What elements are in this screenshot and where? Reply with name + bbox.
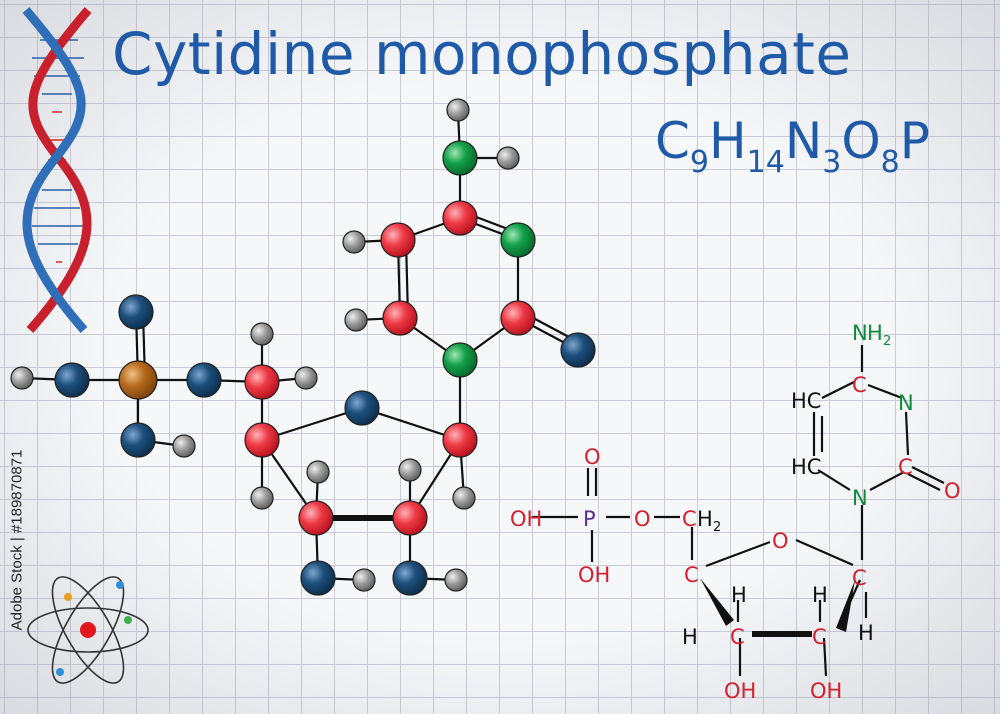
formula-labels: N H 2 C N HC HC C O N O OH P O C H 2 OH …: [510, 321, 961, 703]
formula-element: P: [899, 112, 930, 170]
label-ch2-sub: 2: [713, 520, 721, 535]
label-oh-c2: OH: [810, 679, 842, 703]
label-o-carbonyl: O: [944, 479, 961, 503]
label-c4: C: [684, 563, 699, 587]
label-hc-bottom: HC: [791, 455, 821, 479]
label-h2: H: [812, 583, 828, 607]
formula-count: 8: [880, 145, 900, 180]
label-n-glyco: N: [852, 486, 868, 510]
molecular-formula: C9H14N3O8P: [655, 112, 930, 180]
formula-count: 14: [746, 145, 785, 180]
label-c-carbonyl: C: [898, 455, 913, 479]
label-ch2-c: C: [682, 507, 697, 531]
label-ch2-h: H: [697, 507, 713, 531]
formula-element: C: [655, 112, 690, 170]
label-p-o-top: O: [584, 445, 601, 469]
label-nh2-sub: 2: [883, 334, 891, 349]
label-o-ring: O: [772, 529, 789, 553]
label-hc-top: HC: [791, 389, 821, 413]
label-oh-bottom-p: OH: [578, 563, 610, 587]
formula-element: N: [784, 112, 823, 170]
label-nh2-n: N: [852, 321, 868, 345]
label-nh2-h: H: [867, 321, 883, 345]
label-p: P: [583, 507, 596, 531]
wedge-bond-left: [700, 578, 734, 626]
label-o-bridge: O: [634, 507, 651, 531]
formula-element: H: [709, 112, 747, 170]
label-oh-left: OH: [510, 507, 542, 531]
label-c3: C: [730, 625, 745, 649]
formula-bonds: [532, 345, 945, 677]
formula-count: 9: [689, 145, 710, 180]
label-c1: C: [852, 566, 867, 590]
label-n-ring: N: [898, 391, 914, 415]
model-atoms: [10, 98, 596, 596]
wedge-bond-right: [836, 580, 855, 632]
label-h3: H: [731, 583, 747, 607]
dna-helix-icon: [22, 7, 92, 333]
page-title: Cytidine monophosphate: [112, 20, 852, 88]
label-h4: H: [682, 625, 698, 649]
label-c-top: C: [852, 373, 867, 397]
label-oh-c3: OH: [724, 679, 756, 703]
formula-count: 3: [822, 145, 842, 180]
label-c2: C: [812, 625, 827, 649]
label-h1: H: [858, 621, 874, 645]
formula-element: O: [841, 112, 881, 170]
